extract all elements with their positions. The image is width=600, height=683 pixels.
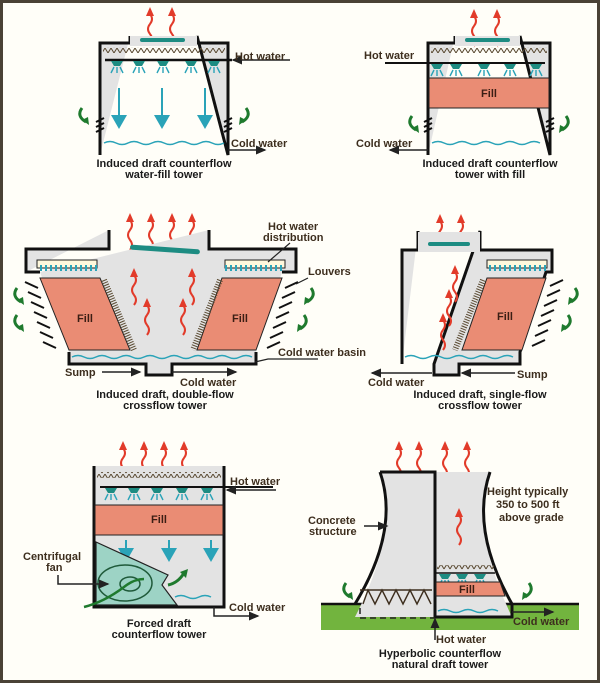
fill-left <box>39 277 131 351</box>
label-cold-water-basin: Cold water basin <box>278 347 366 359</box>
fill-media <box>435 581 506 597</box>
label-fill: Fill <box>77 313 93 325</box>
fan-housing <box>95 541 179 606</box>
air-inflow-icon <box>13 286 26 307</box>
label-cold-water: Cold water <box>513 616 570 628</box>
label-cold-water: Cold water <box>180 377 237 389</box>
label-cold-water: Cold water <box>368 377 425 389</box>
label-concrete-structure: Concrete <box>308 515 356 527</box>
air-inflow-icon <box>342 581 355 602</box>
fill-media <box>428 77 550 109</box>
caption-line1: Forced draft <box>127 618 192 630</box>
label-sump: Sump <box>65 367 96 379</box>
label-fill: Fill <box>151 514 167 526</box>
caption-line2: water-fill tower <box>124 169 203 181</box>
caption-line2: crossflow tower <box>438 400 522 412</box>
water-line <box>404 354 514 360</box>
fill-media <box>461 277 547 351</box>
label-fill: Fill <box>497 311 513 323</box>
louvers <box>423 117 555 133</box>
label-louvers: Louvers <box>308 266 351 278</box>
hot-water-distribution-basin <box>486 259 548 269</box>
caption-line1: Induced draft counterflow <box>96 158 232 170</box>
label-height-note: Height typically <box>487 486 569 498</box>
caption-line2: natural draft tower <box>392 659 489 671</box>
label-cold-water: Cold water <box>356 138 413 150</box>
label-fill: Fill <box>481 88 497 100</box>
caption-line2: tower with fill <box>455 169 525 181</box>
label-cold-water: Cold water <box>229 602 286 614</box>
caption-line2: crossflow tower <box>123 400 207 412</box>
panel-induced-double-flow-crossflow: Fill Fill Hot water distribution Louvers… <box>13 212 366 412</box>
label-hot-water: Hot water <box>235 51 286 63</box>
caption-line2: counterflow tower <box>112 629 207 641</box>
label-centrifugal-fan: Centrifugal <box>23 551 81 563</box>
tower-shell <box>24 230 298 274</box>
fan-icon <box>428 242 470 246</box>
air-inflow-icon <box>237 106 250 127</box>
label-centrifugal-fan: fan <box>46 562 63 574</box>
label-concrete-structure: structure <box>309 526 357 538</box>
label-hot-water: Hot water <box>436 634 487 646</box>
hot-water-supply-line <box>359 608 435 619</box>
caption-line1: Induced draft, single-flow <box>413 389 547 401</box>
drift-eliminator <box>431 47 547 53</box>
panel-induced-single-flow-crossflow: Fill Cold water Sump Induced draft, sing… <box>368 213 579 412</box>
label-fill: Fill <box>459 584 475 596</box>
panel-hyperbolic-natural-draft: Fill Cold water Hot water Height typical… <box>308 440 579 671</box>
label-hot-water-distribution: Hot water <box>268 221 319 233</box>
air-inflow-icon <box>83 577 145 609</box>
drift-eliminator <box>190 278 223 352</box>
air-inflow-icon <box>520 581 533 602</box>
drift-eliminator <box>101 278 137 352</box>
label-height-note: above grade <box>499 512 564 524</box>
louvers-right <box>266 281 299 349</box>
centrifugal-fan-icon <box>97 564 153 602</box>
concrete-shell-left <box>353 470 437 618</box>
panel-induced-counterflow-water-fill: Hot water Cold water Induced draft count… <box>78 6 290 181</box>
louvers <box>531 279 564 347</box>
fan-icon <box>140 38 185 42</box>
water-basin <box>103 140 225 146</box>
drift-eliminator <box>452 278 486 352</box>
label-hot-water-distribution: distribution <box>263 232 324 244</box>
drift-eliminator <box>437 565 494 570</box>
label-cold-water: Cold water <box>231 138 288 150</box>
caption-line1: Hyperbolic counterflow <box>379 648 502 660</box>
panel-forced-draft-counterflow: Fill Hot water Centrifugal fan Cold wate… <box>23 440 286 641</box>
label-hot-water: Hot water <box>364 50 415 62</box>
label-fill: Fill <box>232 313 248 325</box>
tower-shell <box>92 466 226 609</box>
drift-eliminator <box>103 47 225 53</box>
label-sump: Sump <box>517 369 548 381</box>
louvers-left <box>24 281 57 349</box>
support-structure <box>360 588 432 606</box>
louvers <box>95 117 233 133</box>
caption-line1: Induced draft counterflow <box>422 158 558 170</box>
caption-line1: Induced draft, double-flow <box>96 389 234 401</box>
water-line <box>71 354 253 360</box>
fill-media <box>94 504 224 536</box>
water-basin <box>431 140 541 146</box>
fan-icon <box>465 38 510 42</box>
label-hot-water: Hot water <box>230 476 281 488</box>
concrete-shell-right <box>435 471 514 619</box>
label-height-note: 350 to 500 ft <box>496 499 560 511</box>
panel-induced-counterflow-with-fill: Fill Hot water Cold water Induced draft … <box>356 8 570 181</box>
fan-icon <box>130 244 200 255</box>
air-inflow-icon <box>78 106 91 127</box>
drift-eliminator <box>97 472 221 478</box>
